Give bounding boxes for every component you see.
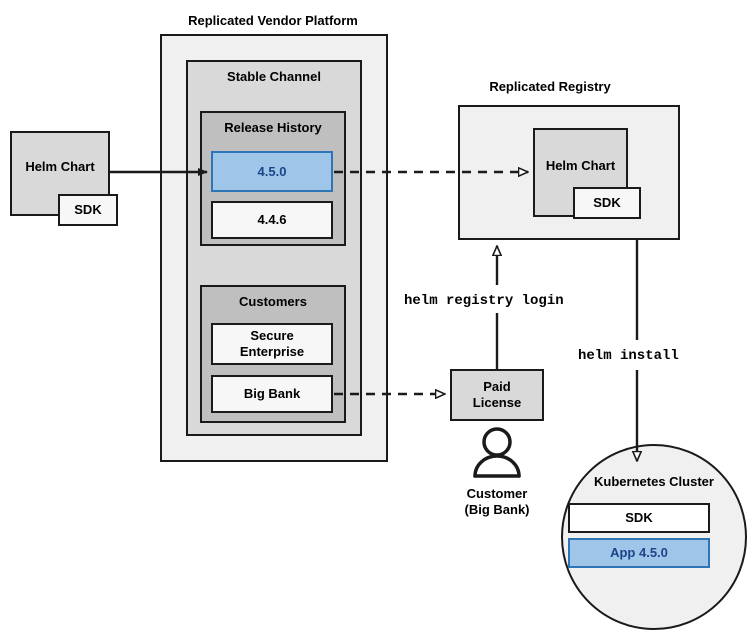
secure-enterprise-line1: Secure — [250, 328, 294, 344]
cluster-sdk-label: SDK — [625, 510, 653, 526]
customer-big-bank-label: Big Bank — [243, 386, 301, 402]
helm-install-label: helm install — [578, 348, 679, 364]
release-4-4-6-box[interactable]: 4.4.6 — [211, 201, 333, 239]
secure-enterprise-line2: Enterprise — [239, 344, 305, 359]
registry-sdk-box[interactable]: SDK — [573, 187, 641, 219]
release-4-4-6-label: 4.4.6 — [257, 212, 287, 228]
vendor-platform-title: Replicated Vendor Platform — [188, 13, 358, 28]
release-4-5-0-box[interactable]: 4.5.0 — [211, 151, 333, 192]
registry-helm-chart-label: Helm Chart — [545, 157, 616, 173]
cluster-sdk-box[interactable]: SDK — [568, 503, 710, 533]
release-4-5-0-label: 4.5.0 — [257, 163, 287, 179]
replicated-registry-title: Replicated Registry — [489, 79, 611, 94]
kubernetes-cluster-circle — [561, 444, 747, 630]
customer-caption-line1: Customer — [466, 486, 528, 501]
source-sdk-label: SDK — [74, 202, 102, 218]
customers-title: Customers — [239, 294, 307, 309]
source-sdk-box[interactable]: SDK — [58, 194, 118, 226]
paid-license-box[interactable]: Paid License — [450, 369, 544, 421]
paid-license-line1: Paid — [483, 379, 511, 395]
cluster-app-box[interactable]: App 4.5.0 — [568, 538, 710, 568]
customer-secure-enterprise-label: Secure Enterprise — [240, 328, 304, 359]
customer-caption-line2: (Big Bank) — [464, 502, 530, 518]
cluster-app-label: App 4.5.0 — [610, 545, 668, 561]
stable-channel-title: Stable Channel — [227, 69, 321, 84]
customer-big-bank-box[interactable]: Big Bank — [211, 375, 333, 413]
helm-registry-login-label: helm registry login — [404, 293, 564, 309]
release-history-title: Release History — [224, 120, 322, 135]
registry-sdk-label: SDK — [593, 195, 621, 211]
paid-license-label: Paid License — [473, 379, 521, 410]
source-helm-chart-label: Helm Chart — [25, 158, 95, 174]
paid-license-line2: License — [472, 395, 522, 410]
customer-secure-enterprise-box[interactable]: Secure Enterprise — [211, 323, 333, 365]
kubernetes-cluster-title: Kubernetes Cluster — [594, 474, 714, 489]
customer-person-caption: Customer (Big Bank) — [427, 486, 567, 519]
